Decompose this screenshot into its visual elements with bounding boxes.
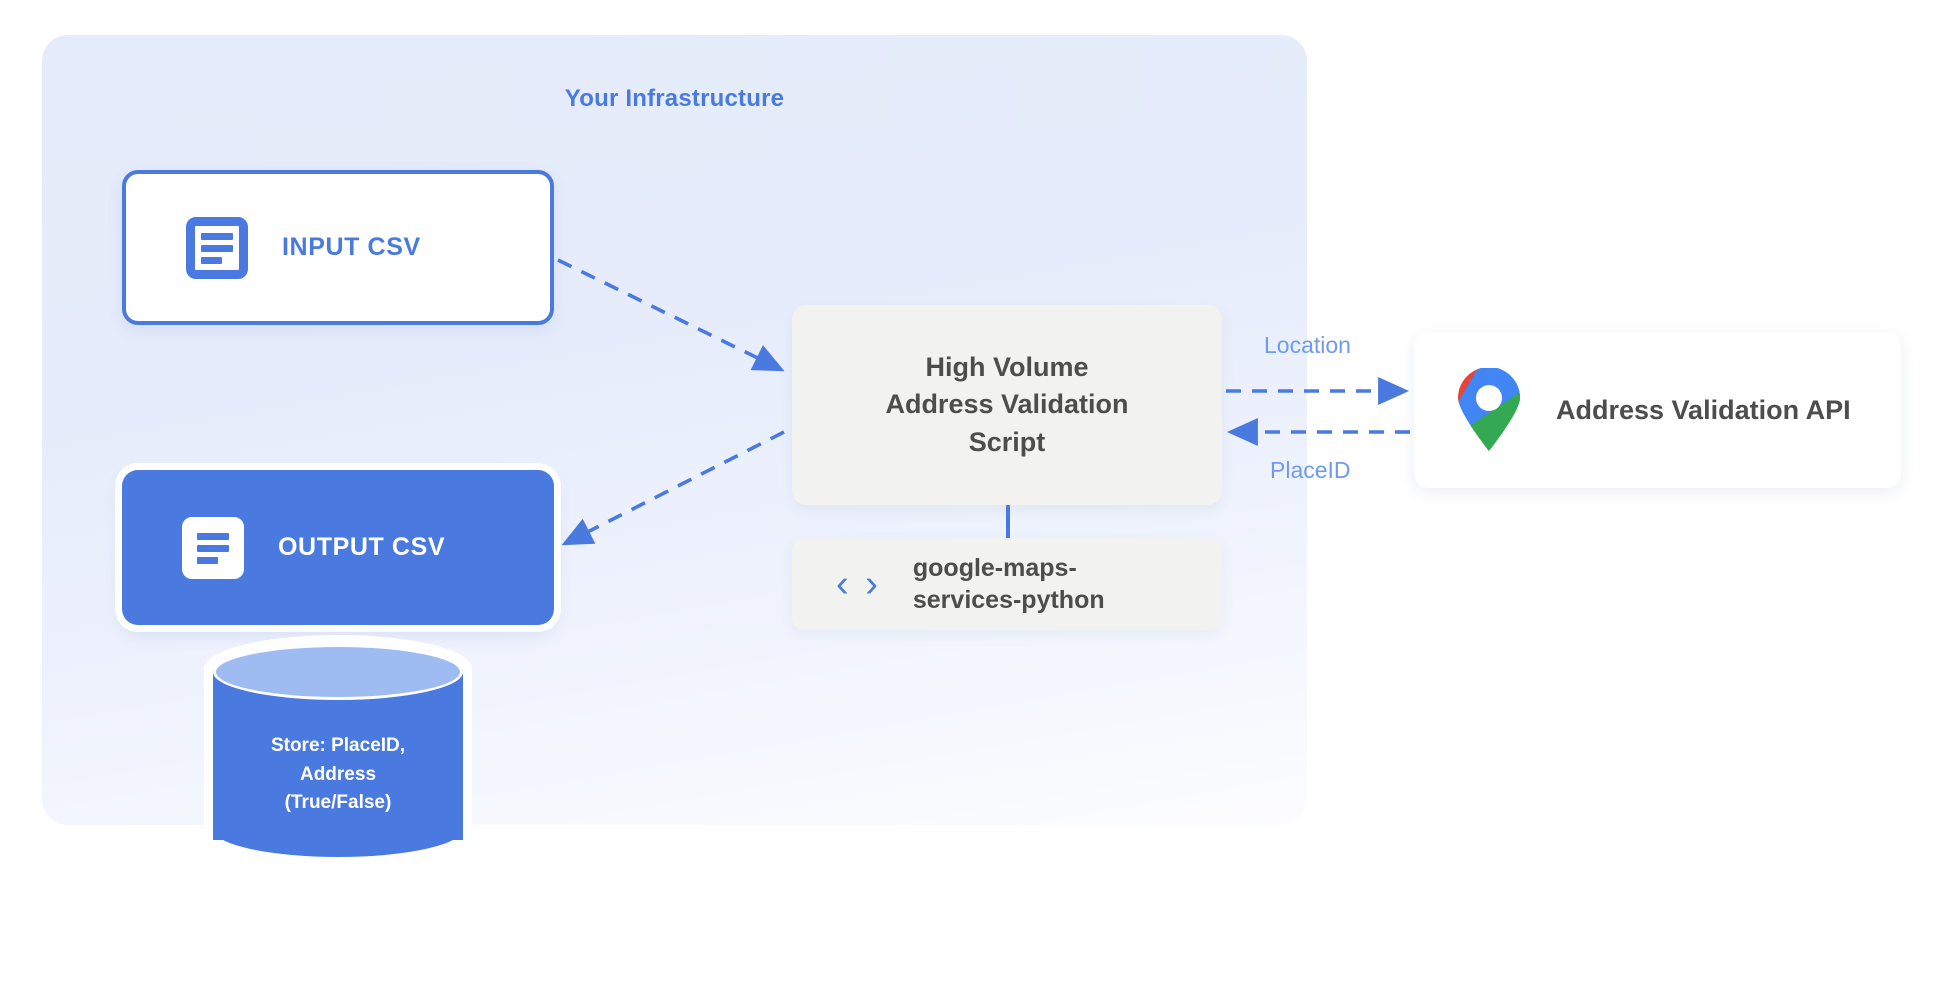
database-label-line1: Store: PlaceID, — [270, 735, 406, 756]
database-top-ellipse — [213, 644, 463, 700]
database-label: Store: PlaceID, Address (True/False) — [213, 732, 463, 818]
library-label: google-maps- services-python — [913, 552, 1105, 617]
node-output-csv[interactable]: OUTPUT CSV — [122, 470, 554, 625]
google-maps-pin-icon — [1458, 368, 1520, 451]
database-bottom-ellipse — [213, 801, 463, 857]
library-label-line1: google-maps- — [912, 553, 1077, 582]
script-label-line1: High Volume — [925, 352, 1089, 383]
node-input-csv[interactable]: INPUT CSV — [122, 170, 554, 325]
edge-label-placeid: PlaceID — [1270, 457, 1351, 483]
node-address-validation-api[interactable]: Address Validation API — [1414, 332, 1901, 488]
database-label-line3: (True/False) — [284, 792, 392, 813]
node-client-library[interactable]: ‹ › google-maps- services-python — [792, 538, 1222, 630]
node-input-csv-label: INPUT CSV — [282, 233, 421, 261]
database-label-line2: Address — [299, 763, 377, 785]
node-validation-script[interactable]: High Volume Address Validation Script — [792, 305, 1222, 505]
document-icon — [186, 216, 248, 279]
api-label: Address Validation API — [1556, 394, 1851, 425]
node-output-csv-label: OUTPUT CSV — [278, 533, 446, 561]
code-brackets-icon: ‹ › — [836, 563, 881, 605]
script-label-line3: Script — [968, 426, 1046, 457]
node-database[interactable]: Store: PlaceID, Address (True/False) — [204, 635, 472, 875]
document-icon — [182, 516, 244, 579]
edge-script-to-library — [1006, 505, 1010, 538]
library-label-line2: services-python — [912, 586, 1105, 614]
edge-label-location: Location — [1264, 332, 1351, 358]
script-label-line2: Address Validation — [885, 389, 1129, 420]
panel-title: Your Infrastructure — [564, 85, 785, 112]
